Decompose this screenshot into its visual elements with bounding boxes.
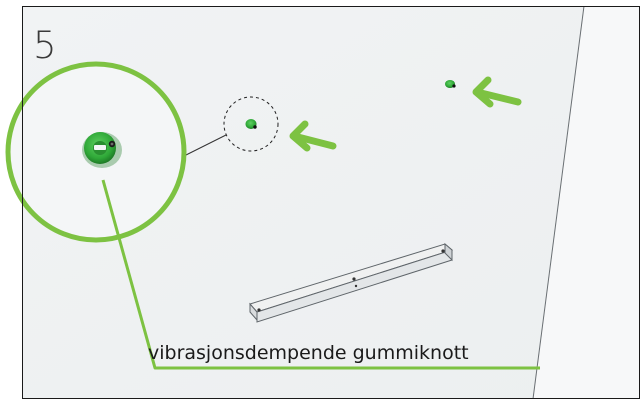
callout-label: vibrasjonsdempende gummiknott — [148, 342, 469, 364]
callout-leader-line — [101, 179, 540, 370]
zoom-detail-circle — [5, 61, 187, 243]
rubber-knob-icon — [84, 132, 116, 164]
pointer-arrow-icon — [289, 120, 337, 152]
rubber-knob-icon — [245, 119, 257, 129]
pointer-arrow-icon — [472, 76, 522, 108]
mounting-bracket-icon — [249, 242, 454, 323]
figure-frame — [22, 6, 640, 399]
wall-corner — [532, 6, 640, 399]
rubber-knob-icon — [445, 80, 456, 88]
zoom-connector-line — [183, 134, 227, 157]
highlight-dashed-circle — [223, 96, 279, 152]
step-number: 5 — [33, 24, 57, 67]
